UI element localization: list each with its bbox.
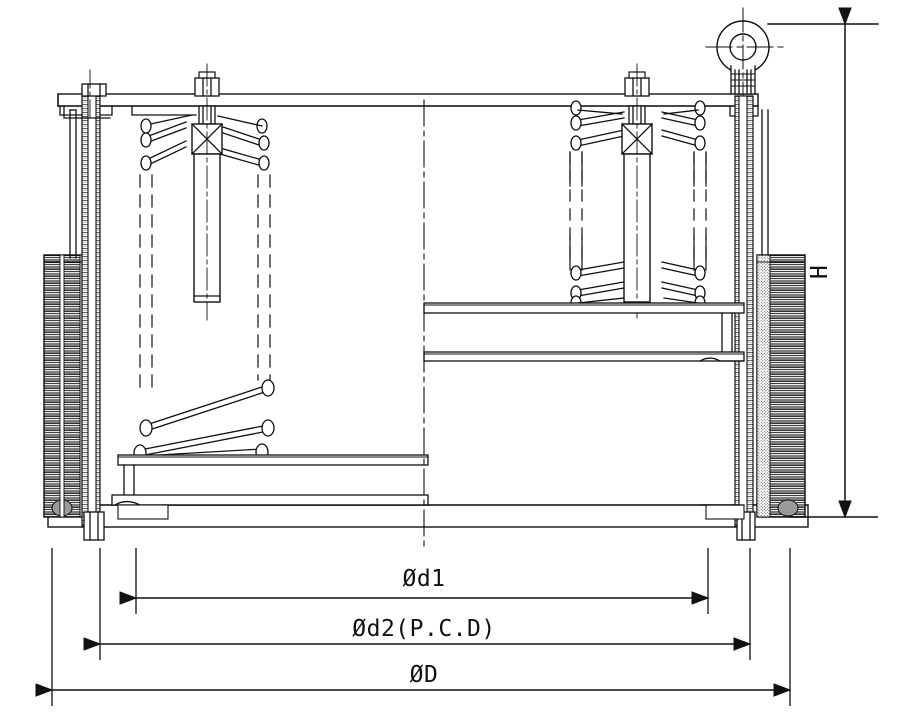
lower-right-detail (699, 504, 745, 520)
dimension-H: H (790, 7, 878, 519)
dimension-d2-label: Ød2(P.C.D) (352, 616, 495, 642)
dimension-d2: Ød2(P.C.D) (83, 616, 752, 651)
dimension-D: ØD (35, 662, 792, 697)
plunger-right (621, 63, 653, 319)
left-lower-deck (111, 454, 429, 520)
left-bracket (57, 93, 111, 518)
dimension-d1: Ød1 (119, 566, 710, 605)
dimension-D-label: ØD (410, 662, 439, 688)
dimension-H-label: H (807, 265, 833, 279)
threaded-rod-left (69, 83, 107, 541)
coil-winding-right (756, 254, 806, 518)
dimension-d1-label: Ød1 (402, 566, 445, 592)
plunger-left (191, 63, 223, 321)
machine-assembly (43, 7, 879, 549)
lower-shelf (423, 351, 745, 362)
